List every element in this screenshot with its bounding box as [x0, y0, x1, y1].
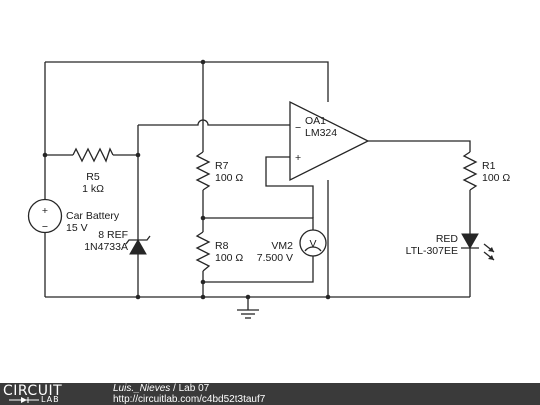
schematic-title: Lab 07: [178, 383, 210, 394]
wires: [44, 61, 471, 310]
vm2-value: 7.500 V: [257, 252, 293, 264]
circuitlab-logo[interactable]: CIRCUIT LAB: [3, 383, 93, 405]
resistor-r7: [195, 151, 211, 191]
circuit-schematic: + − Car Battery 15 V R5 1 kΩ 8 REF 1N473…: [27, 59, 510, 319]
battery-minus-sign: −: [42, 221, 48, 233]
resistor-r8: [195, 231, 211, 272]
zener-part: 1N4733A: [84, 241, 128, 253]
led-part: LTL-307EE: [406, 245, 458, 257]
voltmeter-icon: V: [299, 229, 327, 257]
led-name: RED: [436, 233, 459, 245]
schematic-meta: Luis._Nieves / Lab 07: [113, 384, 209, 394]
r7-value: 100 Ω: [215, 172, 243, 184]
battery-value: 15 V: [66, 222, 88, 234]
logo-mark-icon: [9, 397, 39, 403]
light-emission-arrows-icon: [483, 243, 495, 261]
opamp-plus-sign: +: [295, 152, 301, 164]
battery-plus-sign: +: [42, 205, 48, 217]
battery-name: Car Battery: [66, 210, 120, 222]
oa1-part: LM324: [305, 127, 337, 139]
schematic-url[interactable]: http://circuitlab.com/c4bd52t3tauf7: [113, 394, 266, 405]
oa1-name: OA1: [305, 115, 326, 127]
voltmeter-letter: V: [309, 238, 316, 250]
r7-name: R7: [215, 160, 229, 172]
junctions: [42, 59, 331, 300]
opamp-symbol: − +: [289, 100, 370, 182]
r8-value: 100 Ω: [215, 252, 243, 264]
author-link[interactable]: Luis._Nieves: [113, 383, 171, 394]
ground-icon: [237, 309, 259, 319]
brand-lab-text: LAB: [41, 395, 60, 404]
meta-separator: /: [170, 383, 179, 394]
zener-diode-symbol: [125, 228, 151, 255]
footer-bar: CIRCUIT LAB Luis._Nieves / Lab 07 http:/…: [0, 383, 540, 405]
r1-value: 100 Ω: [482, 172, 510, 184]
battery-symbol: + −: [27, 198, 63, 234]
r8-name: R8: [215, 240, 229, 252]
zener-name: 8 REF: [98, 229, 128, 241]
resistor-r5: [72, 147, 114, 163]
r5-value: 1 kΩ: [82, 183, 104, 195]
r5-name: R5: [86, 171, 100, 183]
brand-circuit-text: CIRCUIT: [3, 383, 63, 399]
resistor-r1: [462, 151, 478, 191]
led-symbol: [461, 232, 479, 254]
opamp-minus-sign: −: [295, 122, 301, 134]
vm2-name: VM2: [271, 240, 293, 252]
r1-name: R1: [482, 160, 496, 172]
